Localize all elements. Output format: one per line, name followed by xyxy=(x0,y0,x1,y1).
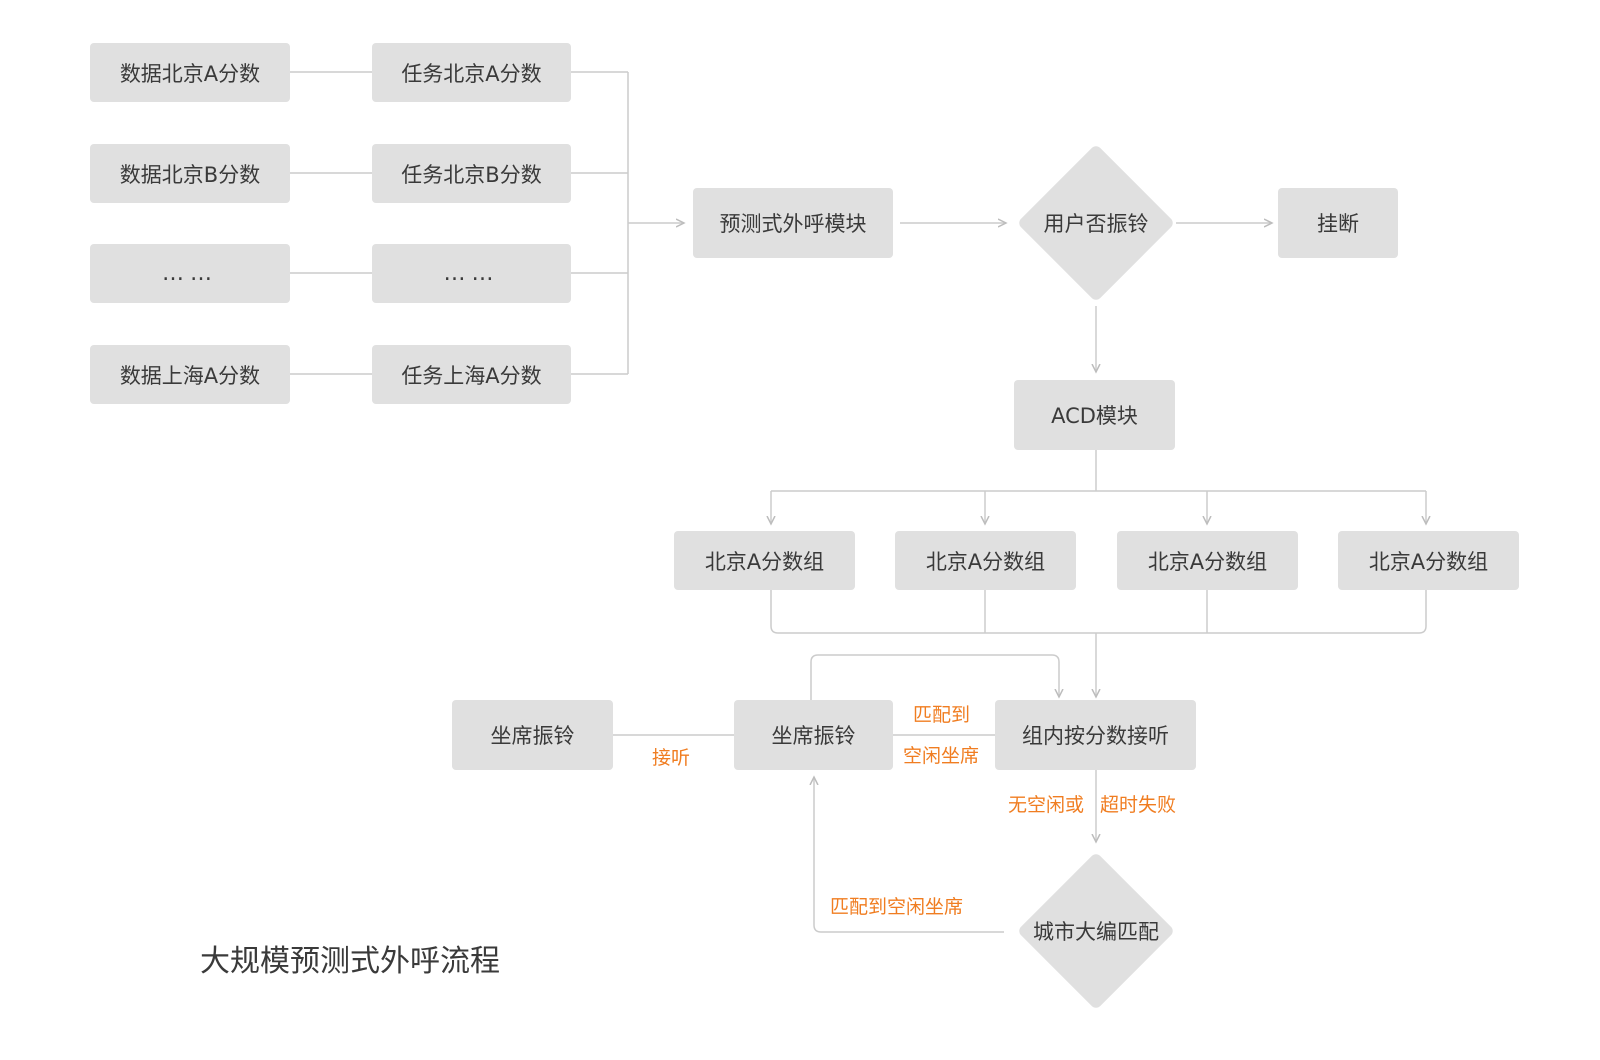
data-node-2: 数据北京B分数 xyxy=(90,144,290,203)
data-node-1: 数据北京A分数 xyxy=(90,43,290,102)
arrow-retry-loop xyxy=(810,654,1059,700)
edge-label-timeout-fail: 超时失败 xyxy=(1100,794,1177,816)
user-ringing-decision: 用户否振铃 xyxy=(1014,143,1178,303)
data-node-ellipsis: …… xyxy=(90,244,290,303)
edge-label-answer: 接听 xyxy=(652,747,691,769)
agent-ringing-left-node: 坐席振铃 xyxy=(452,700,613,770)
diagram-title: 大规模预测式外呼流程 xyxy=(200,944,500,979)
task-node-2: 任务北京B分数 xyxy=(372,144,571,203)
data-node-4: 数据上海A分数 xyxy=(90,345,290,404)
groups-merge-bar xyxy=(770,590,1427,634)
group-node-4: 北京A分数组 xyxy=(1338,531,1519,590)
edge-label-no-idle-or: 无空闲或 xyxy=(1008,794,1085,816)
edge-label-match-idle-agent: 匹配到空闲坐席 xyxy=(830,896,964,918)
acd-module-node: ACD模块 xyxy=(1014,380,1175,450)
edge-label-idle-agent: 空闲坐席 xyxy=(903,745,980,767)
group-node-1: 北京A分数组 xyxy=(674,531,855,590)
user-ringing-label: 用户否振铃 xyxy=(1043,212,1149,236)
group-node-2: 北京A分数组 xyxy=(895,531,1076,590)
predictive-module-node: 预测式外呼模块 xyxy=(693,188,893,258)
city-match-decision: 城市大编匹配 xyxy=(1014,851,1178,1011)
city-match-label: 城市大编匹配 xyxy=(1033,920,1159,944)
task-node-1: 任务北京A分数 xyxy=(372,43,571,102)
task-node-4: 任务上海A分数 xyxy=(372,345,571,404)
task-node-ellipsis: …… xyxy=(372,244,571,303)
group-node-3: 北京A分数组 xyxy=(1117,531,1298,590)
arrow-back-to-agent-ringing xyxy=(814,777,1004,933)
hang-up-node: 挂断 xyxy=(1278,188,1398,258)
agent-ringing-node: 坐席振铃 xyxy=(734,700,893,770)
edge-label-match-to: 匹配到 xyxy=(913,704,971,726)
group-answer-node: 组内按分数接听 xyxy=(995,700,1196,770)
